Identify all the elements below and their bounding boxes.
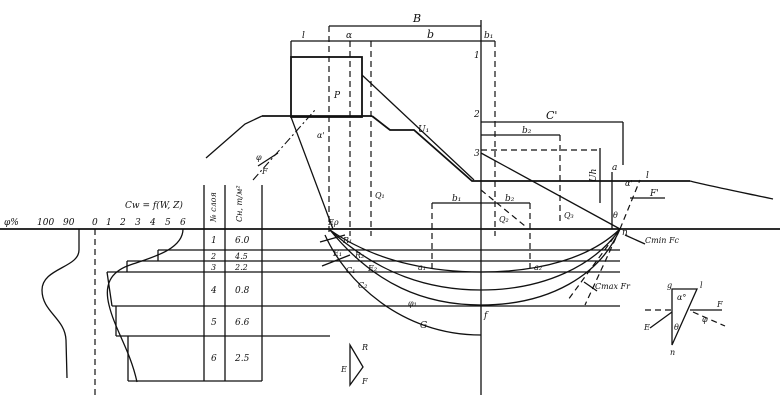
layer-number: 2 [210, 252, 216, 261]
layer-number: 6 [211, 354, 217, 364]
angle-g: g [667, 281, 672, 290]
label-E1: E₁ [332, 249, 342, 258]
force-F: F [361, 377, 368, 386]
dim-C-prime: C' [546, 109, 557, 122]
angle-phi: φ [702, 315, 708, 324]
dim-B: B [412, 12, 421, 25]
label-Q1: Q₁ [375, 191, 385, 200]
layer-c-value: 6.0 [235, 236, 250, 246]
layer-number: 4 [210, 286, 217, 296]
dim-b2: b₂ [505, 194, 515, 204]
angle-diagram [645, 288, 726, 346]
angle-n: n [670, 348, 675, 357]
label-E2: E₂ [367, 264, 377, 273]
label-Q3: Q₃ [564, 211, 574, 220]
point-3: 3 [474, 149, 480, 159]
leader-line [583, 281, 598, 292]
cw-tick: 6 [180, 218, 186, 228]
label-phi: φ [256, 153, 262, 162]
label-R1: R₁ [342, 236, 352, 245]
leader-line [624, 234, 646, 245]
phi-curve [41, 229, 80, 379]
angle-E: E [643, 323, 650, 332]
label-F-left: F [261, 167, 268, 176]
cw-tick: 3 [135, 218, 141, 228]
cw-tick: 0 [92, 218, 98, 228]
layer-c-value: 2.5 [234, 354, 250, 364]
cw-tick: 5 [165, 218, 171, 228]
layer-number: 1 [211, 236, 217, 246]
label-G: G [420, 321, 427, 331]
annotation-c-max: Cmax Fr [595, 282, 631, 291]
label-a1: a₁ [418, 263, 426, 272]
cw-formula: Cw = f(W, Z) [125, 200, 183, 211]
soil-table [203, 185, 263, 381]
dim-b2-top: b₂ [522, 126, 532, 136]
label-alpha-prime-left: α' [317, 131, 325, 140]
cw-tick: 1 [106, 218, 112, 228]
embankment [205, 56, 774, 230]
label-C1: C₁ [346, 266, 355, 275]
cw-tick: 4 [149, 218, 156, 228]
layer-c-value: 6.6 [235, 318, 250, 328]
layer-number: 5 [211, 318, 217, 328]
dim-b1-top: b₁ [484, 31, 493, 41]
angle-alpha: α° [677, 293, 686, 302]
dimension-lines [252, 20, 665, 395]
dim-Uh: Uh [589, 169, 599, 182]
dim-b: b [427, 28, 434, 41]
point-f: f [483, 311, 489, 321]
dim-b1: b₁ [452, 194, 461, 204]
label-C2: C₂ [358, 281, 367, 290]
slip-surfaces [319, 228, 621, 336]
point-n: n [622, 228, 628, 238]
label-a2: a₂ [534, 263, 542, 272]
point-1: 1 [474, 51, 480, 61]
label-alpha-prime-right: α' [625, 179, 633, 188]
force-E: E [340, 365, 347, 374]
label-l-right: l [646, 171, 649, 181]
point-a: a [612, 163, 617, 173]
label-R2: R₂ [354, 251, 364, 260]
angle-F: F [716, 300, 723, 309]
phi-tick: 90 [63, 218, 75, 228]
dim-l: l [302, 31, 305, 41]
label-Ep: Eρ [327, 218, 339, 227]
dim-alpha: α [346, 31, 352, 41]
layer-number: 3 [211, 263, 216, 272]
table-header-layer: № слоя [209, 192, 218, 223]
cw-tick: 2 [119, 218, 126, 228]
point-2: 2 [473, 110, 480, 120]
label-U1: U₁ [418, 125, 429, 135]
layer-c-value: 4.5 [234, 252, 248, 261]
annotation-c-min: Cmin Fc [645, 236, 680, 245]
label-phi1: φ₁ [408, 299, 417, 308]
label-theta: θ [613, 211, 618, 220]
soil-layers [106, 249, 620, 382]
layer-c-value: 2.2 [234, 263, 248, 272]
angle-theta: θ [674, 323, 679, 332]
phi-axis-label: φ% [4, 218, 19, 228]
force-triangle [349, 342, 364, 388]
force-R: R [361, 343, 368, 352]
layer-c-value: 0.8 [235, 286, 250, 296]
label-F-prime: F' [649, 189, 659, 199]
point-P: P [333, 91, 341, 101]
label-Q2: Q₂ [499, 215, 509, 224]
phi-tick: 100 [37, 218, 54, 228]
table-header-c: Сн, т/м² [235, 185, 244, 222]
angle-l: l [700, 281, 703, 290]
